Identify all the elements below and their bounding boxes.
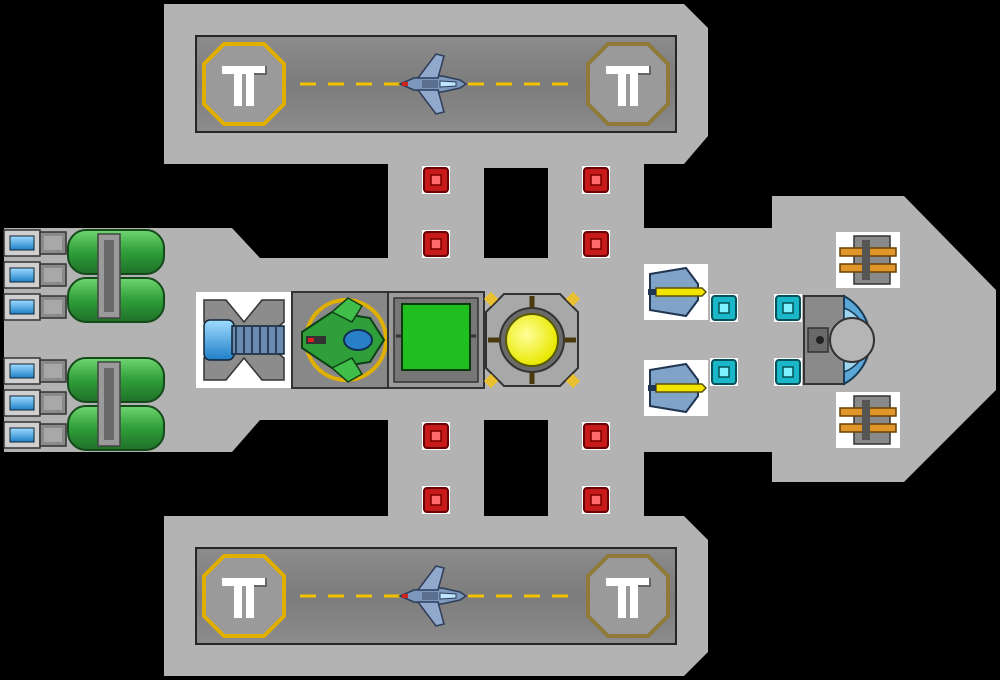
ion-thruster-icon[interactable] [196, 292, 292, 388]
hangar-bay-bottom [195, 547, 677, 645]
yellow-reactor-icon[interactable] [483, 291, 581, 389]
launch-pad-icon [586, 554, 670, 638]
door-red[interactable] [421, 421, 451, 451]
orange-missile-launcher-icon[interactable] [835, 391, 901, 449]
launch-pad-icon [202, 42, 286, 126]
yellow-laser-cannon-icon[interactable] [643, 263, 709, 321]
green-power-core-icon[interactable] [387, 291, 485, 389]
door-red[interactable] [581, 421, 611, 451]
launch-pad-icon [202, 554, 286, 638]
door-red[interactable] [421, 229, 451, 259]
yellow-laser-cannon-icon[interactable] [643, 359, 709, 417]
engine-bank-lower [3, 357, 67, 449]
green-fighter-cockpit-icon[interactable] [291, 291, 389, 389]
blue-engine-nozzle-icon[interactable] [3, 229, 67, 257]
door-red[interactable] [421, 165, 451, 195]
door-red[interactable] [581, 485, 611, 515]
door-red[interactable] [581, 229, 611, 259]
door-red[interactable] [581, 165, 611, 195]
blue-engine-nozzle-icon[interactable] [3, 421, 67, 449]
door-red[interactable] [421, 485, 451, 515]
engine-bank-upper [3, 229, 67, 321]
door-cyan[interactable] [709, 357, 739, 387]
door-cyan[interactable] [709, 293, 739, 323]
blue-engine-nozzle-icon[interactable] [3, 293, 67, 321]
hangar-bay-top [195, 35, 677, 133]
blue-engine-nozzle-icon[interactable] [3, 389, 67, 417]
orange-missile-launcher-icon[interactable] [835, 231, 901, 289]
blue-engine-nozzle-icon[interactable] [3, 261, 67, 289]
launch-pad-icon [586, 42, 670, 126]
blue-main-turret-icon[interactable] [803, 294, 875, 386]
door-cyan[interactable] [773, 357, 803, 387]
blue-engine-nozzle-icon[interactable] [3, 357, 67, 385]
door-cyan[interactable] [773, 293, 803, 323]
